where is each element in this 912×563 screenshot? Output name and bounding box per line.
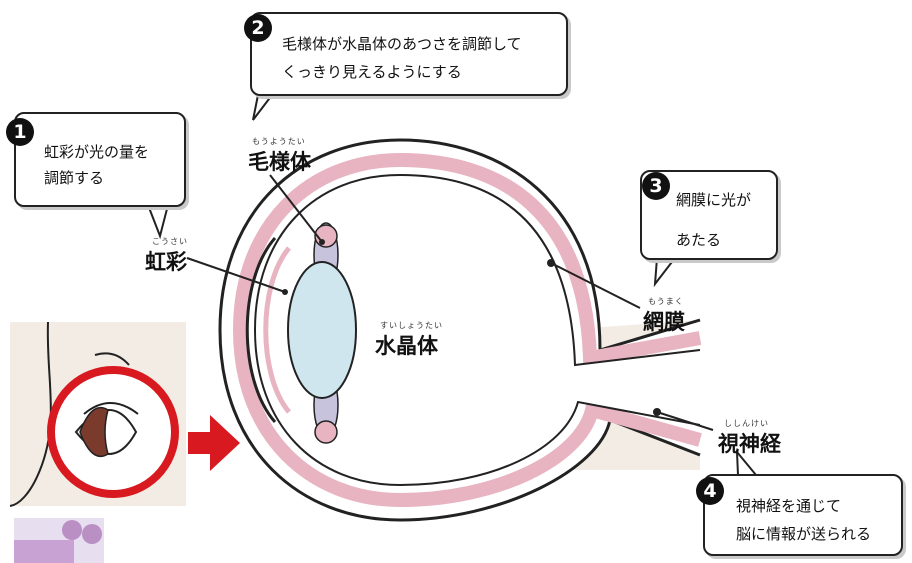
step-2-line-2: くっきり見えるようにする: [282, 62, 462, 83]
retina-label: 網膜: [643, 306, 685, 336]
step-1-number: 1: [6, 118, 34, 146]
face-inset: [10, 322, 240, 506]
optic-nerve-label: 視神経: [718, 428, 781, 458]
step-1-line-2: 調節する: [44, 168, 104, 189]
iris-label: 虹彩: [145, 246, 187, 276]
step-2-number: 2: [244, 14, 272, 42]
step-3-line-2: あたる: [676, 230, 721, 251]
step-2-line-1: 毛様体が水晶体のあつさを調節して: [282, 34, 522, 55]
step-3-line-1: 網膜に光が: [676, 190, 751, 211]
step-4-number: 4: [696, 477, 724, 505]
decorative-corner-graphic: [14, 518, 104, 563]
ciliary-body-label: 毛様体: [248, 146, 311, 176]
lens-shape: [288, 262, 356, 398]
step-3-number: 3: [642, 172, 670, 200]
step-1-line-1: 虹彩が光の量を: [44, 142, 149, 163]
zoom-arrow: [188, 415, 240, 471]
step-4-line-2: 脳に情報が送られる: [736, 524, 871, 545]
lens-label: 水晶体: [375, 330, 438, 360]
step-4-line-1: 視神経を通じて: [736, 496, 841, 517]
